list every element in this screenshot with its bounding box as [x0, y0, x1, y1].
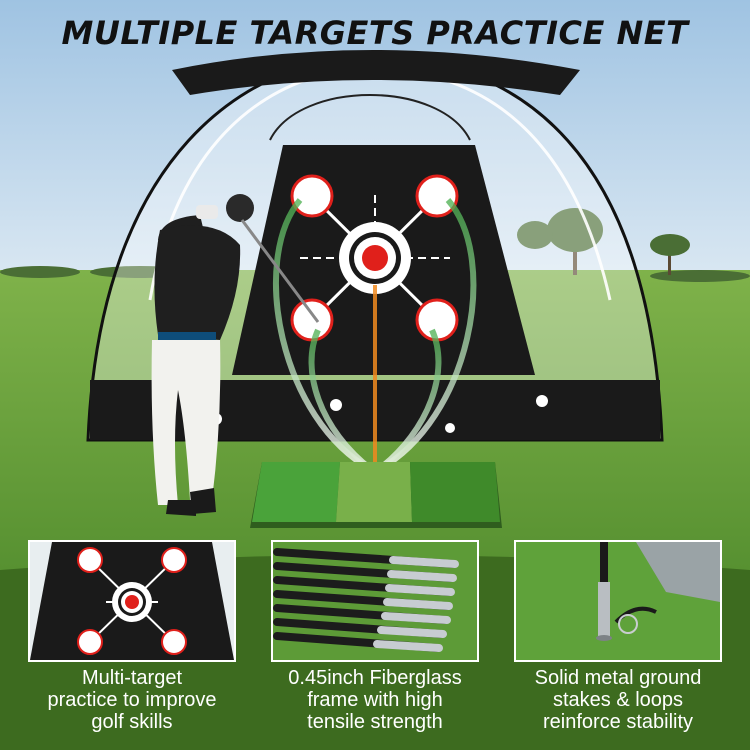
caption-line: Solid metal ground	[534, 667, 702, 689]
feature-panel-stake	[514, 540, 722, 662]
hitting-mat	[250, 462, 502, 528]
feature-panel-targets	[28, 540, 236, 662]
caption-line: 0.45inch Fiberglass	[288, 667, 462, 689]
trees	[0, 208, 750, 282]
golfer	[151, 194, 320, 516]
page-title: MULTIPLE TARGETS PRACTICE NET	[61, 14, 689, 52]
caption-line: Multi-target	[81, 667, 183, 689]
caption-line: tensile strength	[307, 711, 443, 733]
ground-stake-icon	[516, 542, 720, 660]
caption-line: golf skills	[91, 711, 173, 733]
fiberglass-poles-icon	[273, 542, 477, 660]
feature-caption-poles: 0.45inch Fiberglass frame with high tens…	[255, 667, 495, 733]
target-net-icon	[30, 542, 234, 660]
caption-line: frame with high	[307, 689, 443, 711]
caption-line: stakes & loops	[552, 689, 684, 711]
caption-line: reinforce stability	[542, 711, 694, 733]
feature-caption-stake: Solid metal ground stakes & loops reinfo…	[498, 667, 738, 733]
feature-caption-targets: Multi-target practice to improve golf sk…	[12, 667, 252, 733]
ball-trajectories	[272, 198, 477, 473]
feature-panel-poles	[271, 540, 479, 662]
caption-line: practice to improve	[47, 689, 217, 711]
